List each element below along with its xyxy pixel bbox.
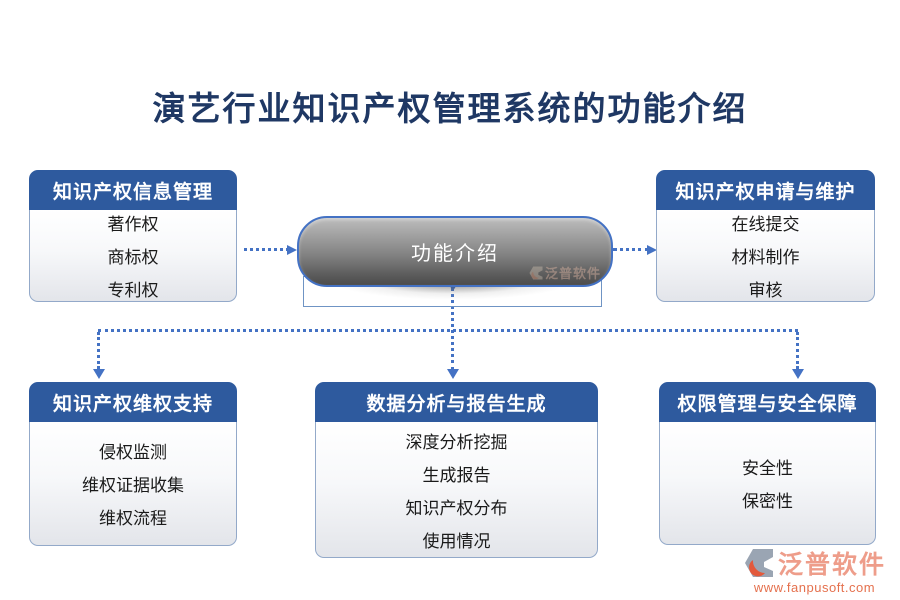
brand-name: 泛普软件 (777, 551, 886, 579)
list-item: 深度分析挖掘 (405, 432, 508, 452)
connector-right-line (613, 248, 649, 251)
arrow-down-icon (93, 369, 105, 379)
list-item: 侵权监测 (99, 443, 167, 462)
box-data-report-header: 数据分析与报告生成 (315, 382, 598, 422)
list-item: 知识产权分布 (405, 498, 508, 518)
brand-watermark: 泛普软件 www.fanpusoft.com (743, 545, 886, 595)
box-ip-info: 知识产权信息管理 著作权 商标权 专利权 (29, 170, 237, 302)
page-title: 演艺行业知识产权管理系统的功能介绍 (152, 90, 748, 127)
cylinder-watermark-text: 泛普软件 (544, 266, 601, 281)
brand-logo-icon (744, 549, 773, 577)
box-ip-rights-body: 侵权监测 维权证据收集 维权流程 (29, 422, 237, 546)
list-item: 维权证据收集 (82, 476, 184, 495)
box-ip-rights: 知识产权维权支持 侵权监测 维权证据收集 维权流程 (29, 382, 237, 546)
list-item: 安全性 (742, 459, 793, 478)
list-item: 维权流程 (99, 509, 167, 528)
box-data-report-body: 深度分析挖掘 生成报告 知识产权分布 使用情况 (315, 422, 598, 558)
list-item: 商标权 (107, 248, 159, 267)
box-ip-info-body: 著作权 商标权 专利权 (29, 210, 237, 302)
box-ip-apply-header: 知识产权申请与维护 (656, 170, 875, 210)
connector-horizontal-line (98, 329, 798, 332)
cylinder-watermark: 泛普软件 (529, 263, 601, 282)
center-node: 功能介绍 泛普软件 (297, 216, 613, 287)
arrow-right-icon (287, 245, 297, 255)
box-security: 权限管理与安全保障 安全性 保密性 (659, 382, 876, 545)
box-ip-rights-header: 知识产权维权支持 (29, 382, 237, 422)
connector-right-drop (796, 332, 799, 369)
arrow-down-icon (792, 369, 804, 379)
box-security-header: 权限管理与安全保障 (659, 382, 876, 422)
list-item: 生成报告 (422, 465, 491, 485)
list-item: 保密性 (742, 492, 793, 511)
list-item: 专利权 (107, 281, 159, 300)
box-ip-apply-body: 在线提交 材料制作 审核 (656, 210, 875, 302)
box-ip-info-header: 知识产权信息管理 (29, 170, 237, 210)
connector-left-line (244, 248, 289, 251)
list-item: 在线提交 (731, 215, 800, 234)
box-security-body: 安全性 保密性 (659, 422, 876, 545)
arrow-right-icon (647, 245, 657, 255)
center-node-label: 功能介绍 (411, 243, 499, 265)
connector-left-drop (97, 332, 100, 369)
list-item: 审核 (748, 281, 783, 300)
list-item: 材料制作 (731, 248, 800, 267)
list-item: 使用情况 (422, 531, 491, 551)
list-item: 著作权 (107, 215, 159, 234)
arrow-down-icon (447, 369, 459, 379)
box-data-report: 数据分析与报告生成 深度分析挖掘 生成报告 知识产权分布 使用情况 (315, 382, 598, 558)
brand-url: www.fanpusoft.com (753, 580, 876, 595)
box-ip-apply: 知识产权申请与维护 在线提交 材料制作 审核 (656, 170, 875, 302)
brand-logo-icon (529, 265, 543, 280)
